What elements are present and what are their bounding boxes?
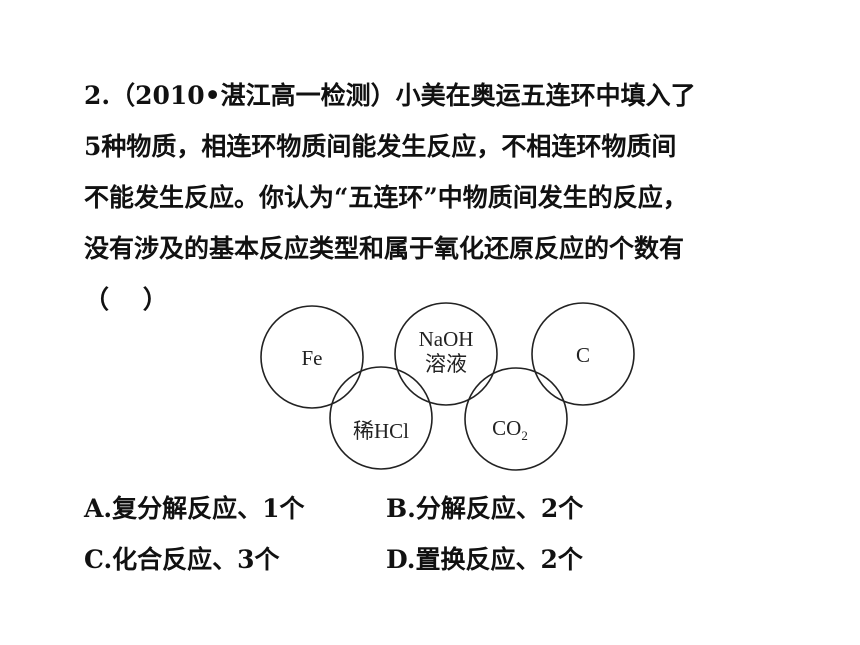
option-row: A.复分解反应、1个 B.分解反应、2个	[84, 483, 688, 534]
ring-label-naoh: NaOH	[419, 327, 474, 351]
ring-label-hcl: 稀HCl	[353, 419, 409, 443]
answer-options: A.复分解反应、1个 B.分解反应、2个 C.化合反应、3个 D.置换反应、2个	[84, 483, 688, 585]
ring-fe: Fe	[260, 305, 364, 409]
ring-label-co2: CO2	[492, 416, 528, 443]
question-line: 没有涉及的基本反应类型和属于氧化还原反应的个数有	[84, 234, 685, 263]
question-line: 不能发生反应。你认为“五连环”中物质间发生的反应，	[84, 183, 688, 212]
ring-naoh: NaOH 溶液	[394, 302, 498, 406]
option-row: C.化合反应、3个 D.置换反应、2个	[84, 534, 688, 585]
question-text: 2.（2010•湛江高一检测）小美在奥运五连环中填入了 5种物质，相连环物质间能…	[84, 70, 824, 325]
answer-blank: （ ）	[84, 285, 168, 314]
question-line: 2.（2010•湛江高一检测）小美在奥运五连环中填入了	[84, 81, 696, 110]
ring-hcl: 稀HCl	[329, 366, 433, 470]
co2-subscript: 2	[521, 428, 528, 443]
question-line: 5种物质，相连环物质间能发生反应，不相连环物质间	[84, 132, 677, 161]
ring-label-solution: 溶液	[425, 352, 467, 376]
ring-c: C	[531, 302, 635, 406]
option-b[interactable]: B.分解反应、2个	[386, 494, 584, 523]
option-a[interactable]: A.复分解反应、1个	[84, 494, 305, 523]
ring-co2: CO2	[464, 367, 568, 471]
five-ring-diagram: Fe 稀HCl NaOH 溶液 CO2 C	[260, 302, 635, 471]
ring-label-fe: Fe	[302, 346, 323, 370]
option-c[interactable]: C.化合反应、3个	[84, 545, 280, 574]
option-d[interactable]: D.置换反应、2个	[386, 545, 583, 574]
ring-label-c: C	[576, 343, 590, 367]
